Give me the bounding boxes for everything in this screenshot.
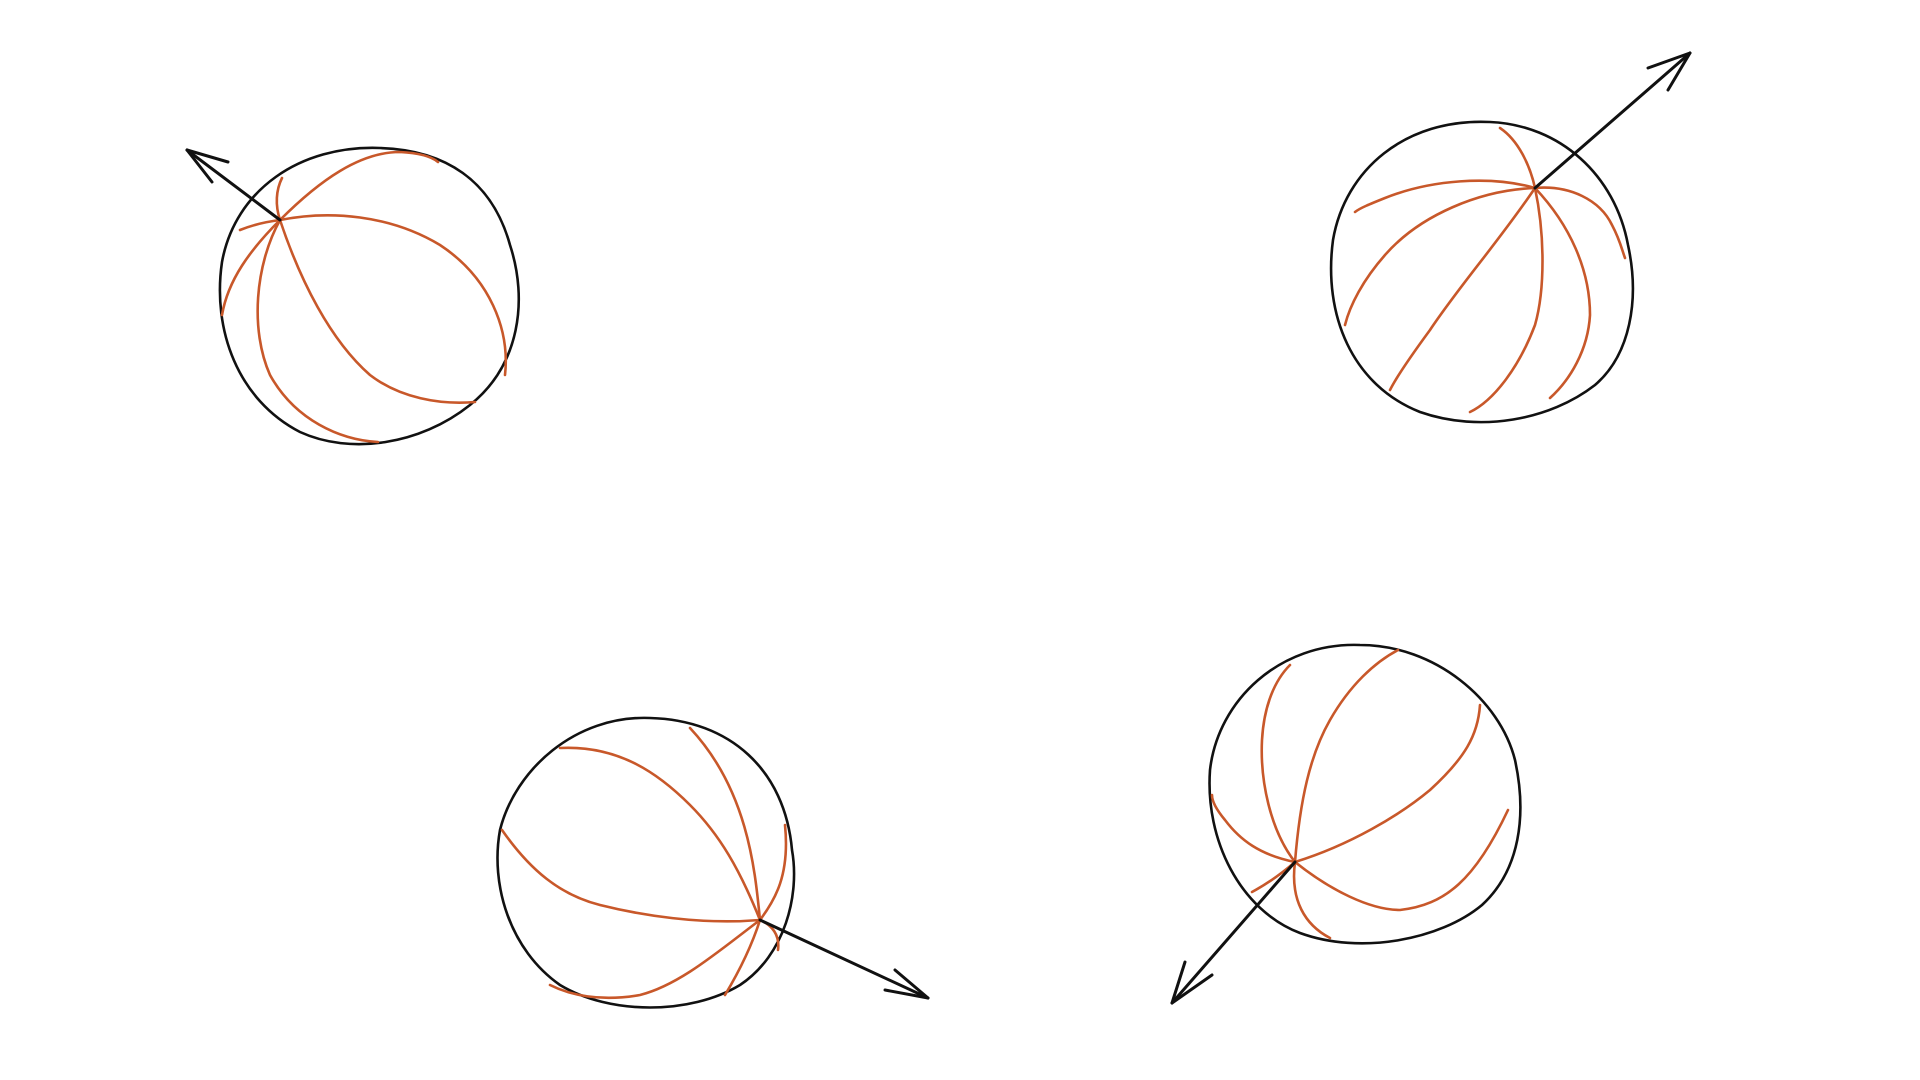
sphere-outline — [496, 716, 796, 1009]
sphere-bottom-right — [1170, 643, 1522, 1005]
arrow-shaft — [1170, 860, 1297, 1005]
arrow-head — [1170, 960, 1214, 1005]
sphere-bottom-left — [496, 716, 930, 1009]
arrow-head — [185, 148, 230, 184]
axis-arrow[interactable] — [1170, 860, 1297, 1005]
sphere-outline — [218, 146, 520, 446]
sphere-top-right — [1329, 51, 1692, 424]
arrow-shaft — [758, 918, 930, 1000]
arrow-shaft — [185, 148, 282, 222]
seam-lines — [1343, 126, 1627, 414]
axis-arrow[interactable] — [758, 918, 930, 1000]
seam-lines — [220, 150, 508, 444]
axis-arrow[interactable] — [1533, 51, 1692, 190]
seam-lines — [1210, 648, 1510, 940]
axis-arrow[interactable] — [185, 148, 282, 222]
arrow-head — [1646, 51, 1692, 92]
sphere-outline — [1208, 643, 1522, 945]
arrow-shaft — [1533, 51, 1692, 190]
arrow-head — [883, 968, 930, 1000]
seam-lines — [500, 726, 788, 1000]
sphere-top-left — [185, 146, 520, 446]
sphere-outline — [1329, 120, 1635, 424]
